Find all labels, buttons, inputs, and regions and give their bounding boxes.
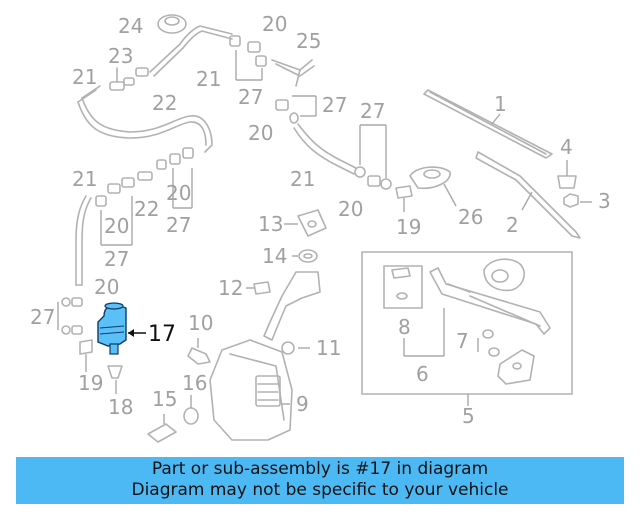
part-3-nut [563,193,592,208]
part-10-bolt [187,338,211,365]
label-19-right: 19 [396,215,421,239]
part-19-fitting-right [395,185,413,212]
part-4-cap [557,160,577,189]
label-27-mid: 27 [322,93,347,117]
label-27-left: 27 [30,305,55,329]
part-12-bolt [246,281,271,295]
label-8: 8 [398,315,411,339]
part-9-reservoir [209,271,321,441]
label-27-top: 27 [238,85,263,109]
label-19-left: 19 [78,371,103,395]
part-21-hose-right [293,123,357,175]
label-27-low-b: 27 [104,247,129,271]
label-11: 11 [316,336,341,360]
part-2-wiper-arm [475,151,581,239]
part-11-grommet [281,341,310,355]
part-21-hose-loop [77,85,213,153]
part-27-fittings-right [354,124,392,190]
label-21-top: 21 [196,67,221,91]
part-21-hose-left [75,195,92,286]
info-banner: Part or sub-assembly is #17 in diagram D… [16,457,624,504]
label-24: 24 [118,14,143,38]
part-27-fittings-upper [275,95,317,124]
label-15: 15 [152,387,177,411]
part-17-washer-pump [97,302,146,355]
label-21-mid: 21 [290,167,315,191]
label-21-left: 21 [72,65,97,89]
part-5-linkage-box [361,251,573,406]
label-21-low: 21 [72,167,97,191]
part-22-fitting-top [123,67,149,86]
label-5: 5 [462,404,475,428]
part-18-filter [107,365,123,394]
label-20-low-c: 20 [94,275,119,299]
label-27-low-a: 27 [166,213,191,237]
parts-diagram: 24 23 21 21 22 20 25 27 27 20 27 21 20 1… [30,12,611,443]
label-20-right: 20 [338,197,363,221]
label-9: 9 [296,392,309,416]
label-22-top: 22 [152,91,177,115]
label-27-right: 27 [360,99,385,123]
part-24-cap [157,14,187,34]
caption-line-1: Part or sub-assembly is #17 in diagram [151,459,489,479]
part-25-tee [271,59,315,87]
label-6: 6 [416,362,429,386]
label-20-top: 20 [262,12,287,36]
label-20-low-b: 20 [104,214,129,238]
label-18: 18 [108,395,133,419]
label-22-low: 22 [134,197,159,221]
part-23-fitting [109,67,125,91]
label-20-mid: 20 [248,121,273,145]
label-3: 3 [598,189,611,213]
label-7: 7 [456,329,469,353]
label-16: 16 [182,371,207,395]
part-20-fittings-top [229,35,267,81]
part-27-fittings-left [57,297,83,335]
part-20-fittings-mid [156,147,194,209]
caption-line-2: Diagram may not be specific to your vehi… [131,480,509,500]
label-12: 12 [218,276,243,300]
label-14: 14 [262,244,287,268]
part-21-hose-upper [149,25,233,77]
label-26: 26 [458,205,483,229]
label-25: 25 [296,29,321,53]
label-2: 2 [506,213,519,237]
part-16-grommet [183,395,199,425]
part-13-bracket [284,209,327,237]
part-19-seal-left [79,339,93,372]
label-20-low-a: 20 [166,181,191,205]
label-4: 4 [560,135,573,159]
part-26-nozzle [409,166,457,207]
label-23: 23 [108,44,133,68]
part-14-grommet [292,249,318,263]
part-1-wiper-blade [423,89,553,159]
part-22-fittings-left [95,171,153,246]
label-10: 10 [188,311,213,335]
label-13: 13 [258,212,283,236]
part-15-connector [147,414,177,443]
label-17: 17 [148,322,176,347]
label-1: 1 [494,92,507,116]
